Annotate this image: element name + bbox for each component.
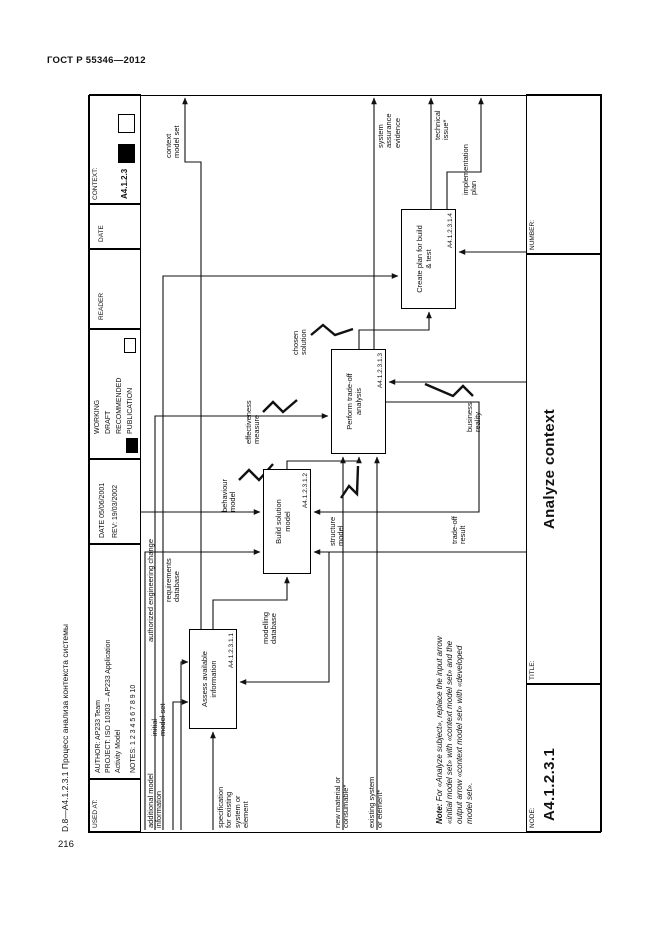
cell-used-at: USED AT: xyxy=(89,779,141,832)
arrow-label-technical-issue: technical issue* xyxy=(433,110,451,140)
cell-node: NODE: A4.1.2.3.1 xyxy=(526,684,602,832)
context-label: CONTEXT: xyxy=(92,167,99,200)
arrow-label-effectiveness-measure: effectiveness measure xyxy=(244,400,262,444)
cell-reader: READER xyxy=(89,249,141,329)
idef0-diagram-wrapper: USED AT: AUTHOR: AP233 Team PROJECT: ISO… xyxy=(88,94,602,833)
arrow-label-requirements-database: requirements database xyxy=(164,558,182,602)
arrow-label-authorized-engineering-change: authorized engineering change xyxy=(146,539,155,642)
note-body: For «Analyze subject», replace the input… xyxy=(435,636,474,824)
activity-node-number: A4.1.2.3.1.2 xyxy=(302,473,309,509)
activity-node-number: A4.1.2.3.1.3 xyxy=(377,353,384,389)
diagram-title: Analyze context xyxy=(541,408,558,530)
arrow-label-initial-model-set: initial model set xyxy=(150,703,168,736)
status-working: WORKING xyxy=(94,399,101,434)
status-draft: DRAFT xyxy=(105,410,112,434)
activity-node-number: A4.1.2.3.1.4 xyxy=(447,213,454,249)
author-line: AUTHOR: AP233 Team xyxy=(95,699,102,773)
notes-line: NOTES: 1 2 3 4 5 6 7 8 9 10 xyxy=(130,684,137,773)
cell-title: TITLE: Analyze context xyxy=(526,254,602,684)
status-recommended: RECOMMENDED xyxy=(116,377,123,434)
status-publication: PUBLICATION xyxy=(127,387,134,434)
arrow-label-context-model-set: context model set xyxy=(164,125,182,158)
arrow-label-trade-off-result: trade-off result xyxy=(450,516,468,544)
context-sketch-outline-box xyxy=(118,114,135,133)
standard-number-header: ГОСТ Р 55346—2012 xyxy=(47,55,146,66)
number-label: NUMBER: xyxy=(529,220,536,250)
status-checkbox-filled xyxy=(126,438,138,453)
arrow-label-system-assurance-evidence: system assurance evidence xyxy=(376,113,402,148)
arrow-label-behaviour-model: behaviour model xyxy=(220,479,238,512)
arrow-label-existing-system-or-element: existing system or element* xyxy=(367,776,385,828)
arrow-label-new-material-or-consumable: new material or consumable* xyxy=(333,776,351,828)
activity-box-create-plan-for-build-and-test: Create plan for build & test A4.1.2.3.1.… xyxy=(401,209,456,309)
reader-date-label: DATE xyxy=(98,225,105,242)
arrow-label-specification-for-existing-system-or-element: specification for existing system or ele… xyxy=(216,786,250,828)
cell-date-rev: DATE 05/06/2001 REV: 19/03/2002 xyxy=(89,459,141,544)
cell-reader-date: DATE xyxy=(89,204,141,249)
arrow-label-additional-model-information: additional model information xyxy=(146,773,164,828)
date-line: DATE 05/06/2001 xyxy=(99,482,106,538)
project-line: PROJECT: ISO 10303 – AP233 Application A… xyxy=(105,639,123,773)
node-label: NODE: xyxy=(529,807,536,828)
cell-number: NUMBER: xyxy=(526,94,602,254)
node-value: A4.1.2.3.1 xyxy=(541,747,558,821)
arrow-label-business-reality: business reality xyxy=(465,402,483,432)
status-checkbox-empty xyxy=(124,338,136,353)
idef0-form: USED AT: AUTHOR: AP233 Team PROJECT: ISO… xyxy=(88,94,602,833)
title-label: TITLE: xyxy=(529,660,536,680)
arrow-label-implementation-plan: implementation plan xyxy=(461,144,479,195)
rev-line: REV: 19/03/2002 xyxy=(112,484,119,538)
arrow-label-chosen-solution: chosen solution xyxy=(291,329,309,355)
activity-label: Build solution model xyxy=(273,499,292,544)
used-at-label: USED AT: xyxy=(92,799,99,828)
reader-label: READER xyxy=(98,292,105,320)
cell-author: AUTHOR: AP233 Team PROJECT: ISO 10303 – … xyxy=(89,544,141,779)
activity-box-build-solution-model: Build solution model A4.1.2.3.1.2 xyxy=(263,469,311,574)
cell-status: WORKING DRAFT RECOMMENDED PUBLICATION xyxy=(89,329,141,459)
activity-node-number: A4.1.2.3.1.1 xyxy=(228,633,235,669)
activity-label: Assess available information xyxy=(199,651,218,707)
arrow-label-modelling-database: modelling database xyxy=(261,611,279,644)
activity-box-perform-trade-off-analysis: Perform trade-off analysis A4.1.2.3.1.3 xyxy=(331,349,386,454)
figure-caption: D.8—A4.1.2.3.1 Процесс анализа контекста… xyxy=(60,623,70,832)
activity-label: Create plan for build & test xyxy=(415,225,433,293)
diagram-note: Note: For «Analyze subject», replace the… xyxy=(435,624,475,824)
cell-context: CONTEXT: A4.1.2.3 xyxy=(89,94,141,204)
activity-box-assess-available-information: Assess available information A4.1.2.3.1.… xyxy=(189,629,237,729)
activity-label: Perform trade-off analysis xyxy=(345,373,363,430)
note-title: Note: xyxy=(435,803,444,824)
context-node-id: A4.1.2.3 xyxy=(120,168,129,199)
context-sketch-filled-box xyxy=(118,144,135,163)
arrow-label-structure-model: structure model xyxy=(328,516,346,546)
page-number: 216 xyxy=(58,839,74,850)
